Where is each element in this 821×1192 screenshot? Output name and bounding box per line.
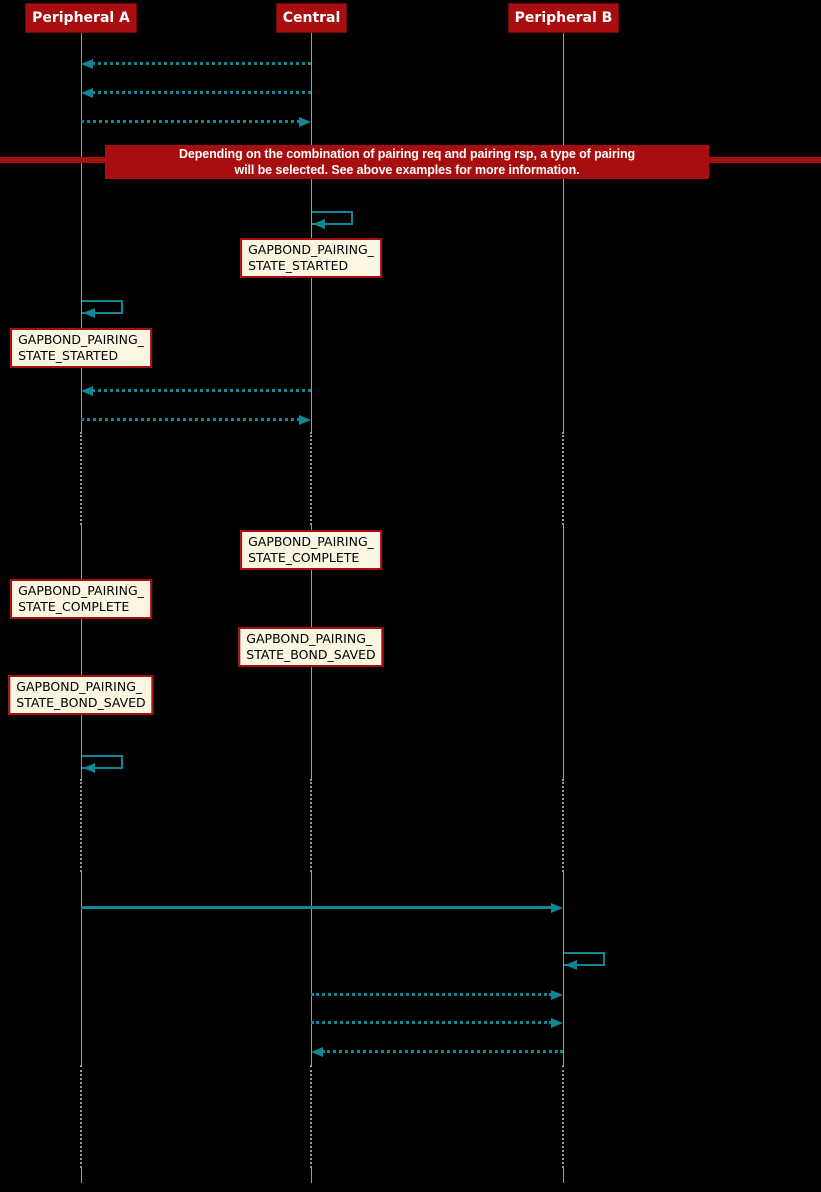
note-line: STATE_STARTED (18, 348, 119, 363)
note-line: STATE_COMPLETE (248, 550, 360, 565)
self-message-arrow (564, 952, 605, 966)
arrowhead-icon (83, 763, 95, 773)
note-bond-saved-central: GAPBOND_PAIRING_ STATE_BOND_SAVED (238, 627, 384, 667)
lifeline-segment (81, 1168, 82, 1183)
note-line: STATE_COMPLETE (18, 599, 130, 614)
lifeline-segment (80, 1065, 82, 1168)
note-line: GAPBOND_PAIRING_ (18, 332, 144, 347)
note-pairing-state-complete-peripheral-a: GAPBOND_PAIRING_ STATE_COMPLETE (10, 579, 152, 619)
lifeline-segment (81, 33, 82, 432)
lifeline-segment (81, 872, 82, 1065)
note-line: GAPBOND_PAIRING_ (16, 679, 143, 694)
note-line: STATE_BOND_SAVED (246, 647, 376, 662)
lifeline-segment (311, 872, 312, 1065)
message-line (322, 1050, 563, 1053)
lifeline-segment (563, 872, 564, 1065)
lifeline-segment (563, 1168, 564, 1183)
arrowhead-icon (551, 903, 563, 913)
arrowhead-icon (311, 1047, 323, 1057)
message-line (92, 389, 311, 392)
arrowhead-icon (81, 386, 93, 396)
lifeline-segment (562, 1065, 564, 1168)
lifeline-segment (563, 33, 564, 432)
arrowhead-icon (81, 88, 93, 98)
arrowhead-icon (551, 1018, 563, 1028)
note-line: STATE_BOND_SAVED (16, 695, 146, 710)
lifeline-segment (311, 33, 312, 432)
note-pairing-state-started-peripheral-a: GAPBOND_PAIRING_ STATE_STARTED (10, 328, 152, 368)
lifeline-segment (80, 779, 82, 872)
lifeline-segment (80, 432, 82, 525)
participant-peripheral-b: Peripheral B (508, 3, 619, 33)
note-pairing-state-complete-central: GAPBOND_PAIRING_ STATE_COMPLETE (240, 530, 382, 570)
message-line (92, 62, 311, 65)
note-pairing-state-started-central: GAPBOND_PAIRING_ STATE_STARTED (240, 238, 382, 278)
lifeline-segment (310, 779, 312, 872)
arrowhead-icon (551, 990, 563, 1000)
note-line: GAPBOND_PAIRING_ (248, 534, 374, 549)
note-bond-saved-peripheral-a: GAPBOND_PAIRING_ STATE_BOND_SAVED (8, 675, 154, 715)
lifeline-segment (562, 432, 564, 525)
arrowhead-icon (565, 960, 577, 970)
arrowhead-icon (313, 219, 325, 229)
divider-note: Depending on the combination of pairing … (105, 145, 709, 179)
lifeline-segment (310, 432, 312, 525)
divider-text-line1: Depending on the combination of pairing … (178, 147, 636, 161)
message-line (81, 120, 300, 123)
message-line (92, 91, 311, 94)
participant-peripheral-a: Peripheral A (25, 3, 137, 33)
arrowhead-icon (83, 308, 95, 318)
arrowhead-icon (299, 415, 311, 425)
note-line: STATE_STARTED (248, 258, 349, 273)
lifeline-segment (310, 1065, 312, 1168)
lifeline-segment (562, 779, 564, 872)
lifeline-segment (563, 525, 564, 779)
lifeline-segment (311, 1168, 312, 1183)
arrowhead-icon (299, 117, 311, 127)
message-line (311, 1021, 552, 1024)
arrowhead-icon (81, 59, 93, 69)
self-message-arrow (312, 211, 353, 225)
message-line (81, 906, 552, 909)
self-message-arrow (82, 755, 123, 769)
note-line: GAPBOND_PAIRING_ (248, 242, 374, 257)
divider-text-line2: will be selected. See above examples for… (234, 163, 580, 177)
note-line: GAPBOND_PAIRING_ (246, 631, 373, 646)
participant-central: Central (276, 3, 347, 33)
message-line (311, 993, 552, 996)
note-line: GAPBOND_PAIRING_ (18, 583, 144, 598)
lifeline-segment (81, 525, 82, 779)
self-message-arrow (82, 300, 123, 314)
message-line (81, 418, 300, 421)
